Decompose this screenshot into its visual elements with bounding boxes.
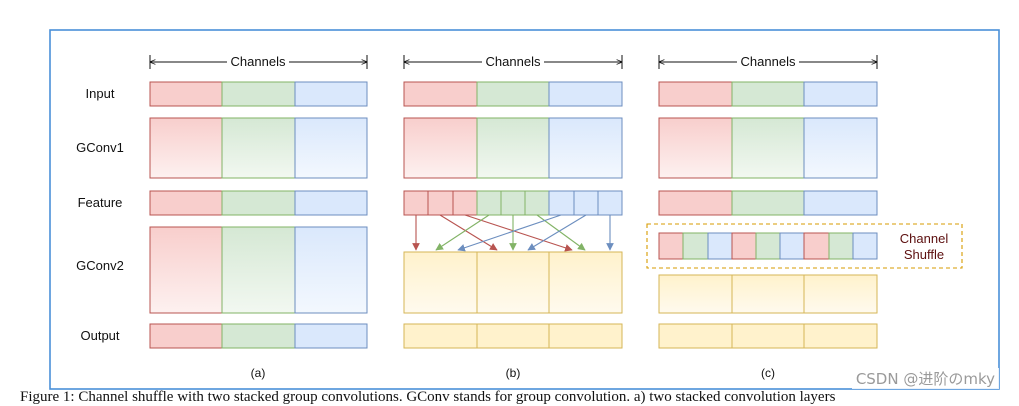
- channels-header: Channels: [486, 54, 541, 69]
- channel-shuffle-label-line1: Channel: [900, 231, 949, 246]
- row-label-feature: Feature: [78, 195, 123, 210]
- output-group-3: [294, 323, 368, 349]
- feature-subgroup: [548, 190, 575, 216]
- shuffle-arrows: [412, 214, 614, 252]
- output-group-2: [731, 323, 805, 349]
- feature-subgroup: [573, 190, 599, 216]
- output-group-1: [658, 323, 733, 349]
- input-group-2: [221, 81, 296, 107]
- shuffled-channel: [755, 232, 781, 260]
- gconv2-group-3: [803, 274, 878, 314]
- input-group-1: [403, 81, 478, 107]
- gconv1-group-2: [221, 117, 296, 179]
- shuffled-channel: [779, 232, 805, 260]
- gconv2-group-1: [149, 226, 223, 314]
- feature-subgroup: [597, 190, 623, 216]
- gconv2-group-2: [731, 274, 805, 314]
- figure-frame: [49, 29, 1000, 390]
- feature-subgroup: [524, 190, 550, 216]
- shuffled-channel: [852, 232, 878, 260]
- panel-c: Channels Channel Shuffle (c): [646, 54, 963, 380]
- panel-b: Channels: [404, 54, 622, 380]
- arrow-green: [435, 214, 490, 251]
- gconv2-group-1: [658, 274, 733, 314]
- gconv2-group-3: [548, 251, 623, 314]
- input-group-1: [658, 81, 733, 107]
- panel-caption: (a): [251, 366, 266, 380]
- gconv2-group-2: [476, 251, 550, 314]
- feature-group-2: [221, 190, 296, 216]
- feature-subgroup: [452, 190, 478, 216]
- arrow-blue: [527, 214, 587, 251]
- input-group-3: [548, 81, 623, 107]
- feature-group-1: [658, 190, 733, 216]
- arrow-red: [439, 214, 498, 251]
- arrow-red: [464, 214, 573, 252]
- gconv1-group-2: [731, 117, 805, 179]
- feature-subgroup: [403, 190, 429, 216]
- output-group-1: [403, 323, 478, 349]
- output-group-3: [803, 323, 878, 349]
- shuffled-channel: [828, 232, 854, 260]
- row-label-input: Input: [86, 86, 115, 101]
- feature-group-2: [731, 190, 805, 216]
- feature-group-3: [294, 190, 368, 216]
- feature-group-1: [149, 190, 223, 216]
- gconv2-group-2: [221, 226, 296, 314]
- channels-header-bg: [227, 54, 289, 68]
- shuffled-channel: [731, 232, 757, 260]
- input-group-2: [731, 81, 805, 107]
- feature-subgroup: [476, 190, 502, 216]
- row-label-gconv2: GConv2: [76, 258, 124, 273]
- feature-group-3: [803, 190, 878, 216]
- shuffled-channel: [707, 232, 733, 260]
- output-group-1: [149, 323, 223, 349]
- channel-shuffle-box: [646, 223, 963, 269]
- panel-caption: (c): [761, 366, 775, 380]
- input-group-3: [803, 81, 878, 107]
- panel-caption: (b): [506, 366, 521, 380]
- input-group-1: [149, 81, 223, 107]
- gconv1-group-3: [548, 117, 623, 179]
- row-label-gconv1: GConv1: [76, 140, 124, 155]
- row-label-output: Output: [80, 328, 119, 343]
- shuffled-channel: [803, 232, 830, 260]
- panel-a: Channels (a): [150, 54, 367, 380]
- gconv1-group-1: [658, 117, 733, 179]
- input-group-2: [476, 81, 550, 107]
- output-group-3: [548, 323, 623, 349]
- feature-subgroup: [427, 190, 454, 216]
- gconv2-group-1: [403, 251, 478, 314]
- gconv1-group-3: [294, 117, 368, 179]
- shuffled-channel: [682, 232, 709, 260]
- shuffled-channel: [658, 232, 684, 260]
- gconv2-group-3: [294, 226, 368, 314]
- channels-header-bg: [737, 54, 799, 68]
- figure-caption: Figure 1: Channel shuffle with two stack…: [20, 389, 836, 405]
- input-group-3: [294, 81, 368, 107]
- channels-header-bg: [482, 54, 544, 68]
- output-group-2: [221, 323, 296, 349]
- watermark: CSDN @进阶のmky: [851, 368, 999, 389]
- gconv1-group-1: [149, 117, 223, 179]
- channel-shuffle-label-line2: Shuffle: [904, 247, 944, 262]
- gconv1-group-3: [803, 117, 878, 179]
- channels-header: Channels: [741, 54, 796, 69]
- arrow-blue: [457, 214, 562, 252]
- feature-subgroup: [500, 190, 526, 216]
- channels-header: Channels: [231, 54, 286, 69]
- gconv1-group-2: [476, 117, 550, 179]
- gconv1-group-1: [403, 117, 478, 179]
- output-group-2: [476, 323, 550, 349]
